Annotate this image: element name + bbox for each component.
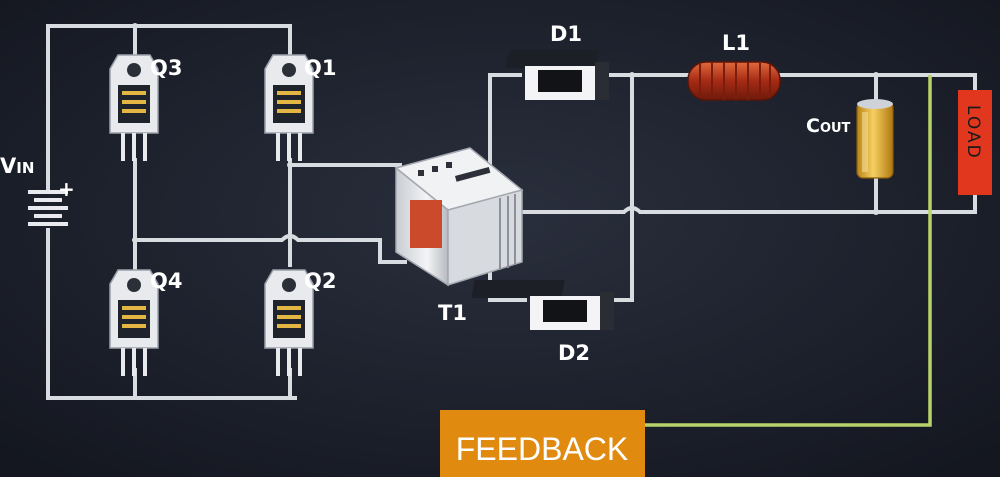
mosfet-q4 — [109, 269, 159, 376]
q4-label: Q4 — [150, 269, 182, 293]
mosfet-q1 — [264, 54, 314, 161]
load-box: LOAD — [958, 90, 992, 195]
transformer-core — [410, 200, 442, 248]
d2-label: D2 — [558, 341, 590, 365]
feedback-label: FEEDBACK — [456, 431, 628, 467]
load-label: LOAD — [963, 105, 983, 160]
feedback-box: FEEDBACK — [440, 410, 645, 477]
l1-label: L1 — [722, 31, 750, 55]
vin-plus-sign: + — [58, 177, 75, 201]
mosfet-q2 — [264, 269, 314, 376]
q2-label: Q2 — [304, 269, 336, 293]
d1-label: D1 — [550, 22, 582, 46]
q1-label: Q1 — [304, 56, 336, 80]
feedback-wire — [645, 75, 932, 427]
junctions — [132, 23, 879, 243]
q3-label: Q3 — [150, 56, 182, 80]
diode-d1 — [506, 50, 609, 100]
vin-label: VIN — [0, 154, 34, 178]
t1-label: T1 — [438, 301, 467, 325]
transformer-t1 — [394, 147, 524, 287]
battery-vin — [28, 190, 68, 226]
mosfet-q3 — [109, 54, 159, 161]
capacitor-cout — [856, 99, 894, 179]
inductor-l1 — [687, 61, 781, 101]
cout-label: COUT — [806, 115, 851, 137]
diode-d2 — [471, 280, 614, 330]
